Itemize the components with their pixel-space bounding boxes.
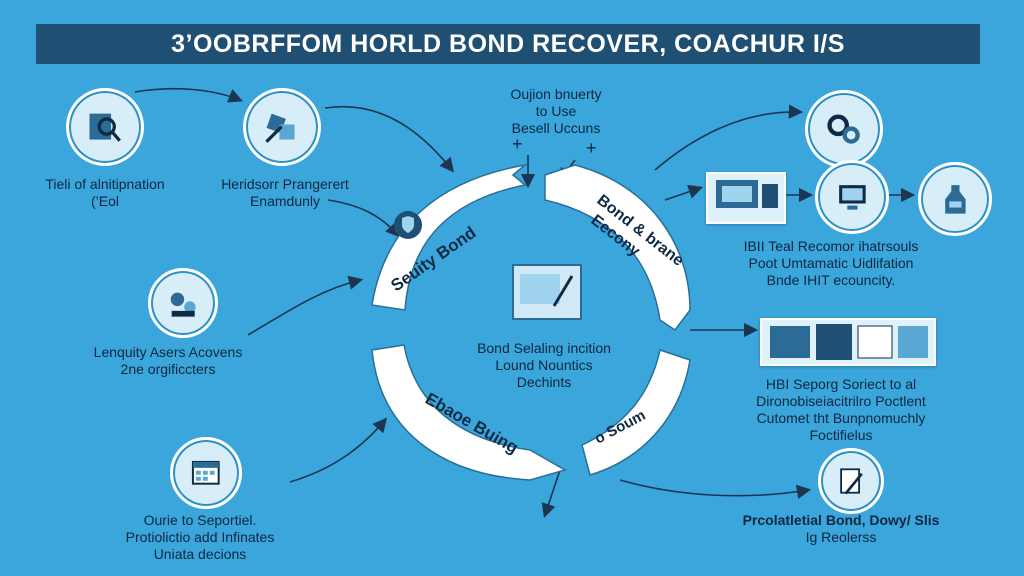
top-center-label: Oujion bnuerty to Use Besell Uccuns: [510, 86, 602, 136]
right-label-3: Prcolatletial Bond, Dowy/ Slis Ig Reoler…: [742, 512, 940, 545]
ring-segment-top-left: [371, 163, 528, 311]
center-label: Bond Selaling incition Lound Nountics De…: [477, 340, 611, 390]
arrow-tl1-tl2: [134, 87, 243, 103]
arrow-ring-tr1: [654, 104, 804, 171]
ring-segment-bottom-right: [581, 349, 691, 476]
computer-icon: [815, 160, 889, 234]
left-label-1: Tieli of alnitipnation (’Eol: [45, 176, 165, 209]
bottle-icon: [918, 162, 992, 236]
gears-icon: [805, 90, 883, 168]
arrow-ring-br: [619, 479, 812, 499]
right-label-2: HBI Seporg Soriect to al Dironobiseiacit…: [756, 376, 926, 443]
cycle-ring: [371, 163, 691, 481]
calendar-icon: [170, 437, 242, 509]
right-label-1: IBII Teal Recomor ihatrsouls Poot Umtama…: [743, 238, 919, 288]
left-label-2: Heridsorr Prangerert Enamdunly: [221, 176, 349, 209]
arrow-left4-ring: [289, 417, 388, 483]
plus-sign-left: +: [512, 134, 523, 154]
puzzle-tools-icon: [243, 88, 321, 166]
arrow-ring-rt1: [664, 184, 704, 201]
page-title: 3’OOBRFFOM HORLD BOND RECOVER, COACHUR I…: [36, 24, 980, 64]
arrow-ring-bottom: [541, 469, 561, 519]
ring-segment-top-right: [544, 164, 691, 332]
shield-icon: [394, 211, 422, 239]
plus-sign-right: +: [586, 138, 597, 158]
arrow-tl2-ring: [324, 106, 454, 173]
monitor-icon: [706, 172, 786, 224]
left-label-3: Lenquity Asers Acovens 2ne orgificcters: [93, 344, 243, 377]
left-label-4: Ourie to Seportiel. Protiolictio add Inf…: [125, 512, 275, 562]
machine-gears-icon: [148, 268, 218, 338]
screen-tool-icon: [512, 264, 582, 320]
magnifier-document-icon: [66, 88, 144, 166]
arrow-label-ring: [327, 199, 401, 238]
document-pen-icon: [818, 448, 884, 514]
arrow-left3-ring: [247, 275, 364, 336]
documents-icon: [760, 318, 936, 366]
ring-segment-bottom-left: [371, 344, 567, 481]
